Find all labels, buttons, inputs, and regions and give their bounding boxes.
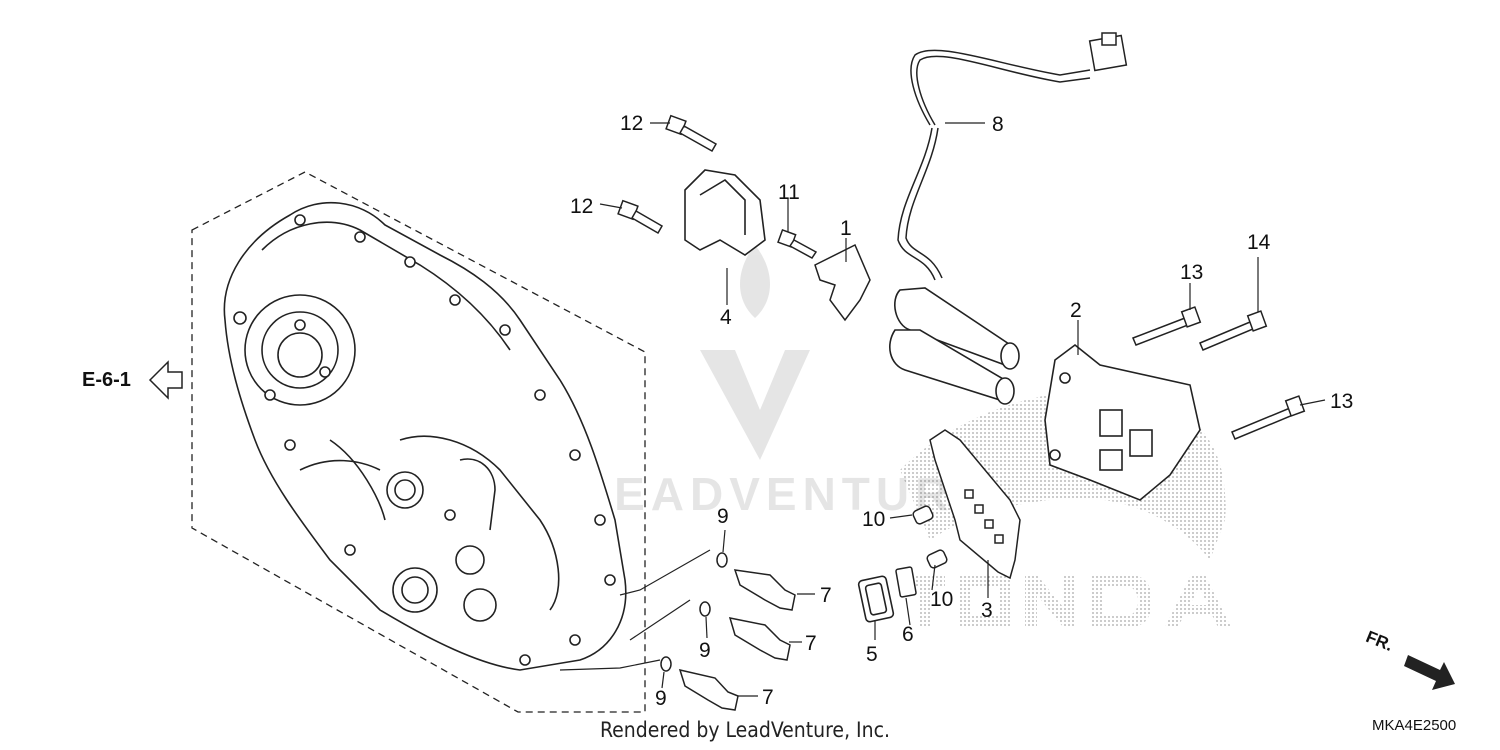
callout-9a: 9 bbox=[717, 505, 729, 528]
bracket-1 bbox=[814, 243, 871, 322]
bolt-12-lower bbox=[617, 199, 664, 235]
callout-13b: 13 bbox=[1330, 390, 1354, 413]
callout-9c: 9 bbox=[655, 687, 667, 710]
callout-14: 14 bbox=[1247, 231, 1271, 254]
cover-4 bbox=[684, 169, 766, 256]
collars-10 bbox=[912, 505, 948, 569]
callout-11: 11 bbox=[778, 181, 800, 204]
render-credit: Rendered by LeadVenture, Inc. bbox=[600, 718, 890, 742]
callout-12b: 12 bbox=[570, 195, 594, 218]
callout-1: 1 bbox=[840, 217, 852, 240]
callout-7b: 7 bbox=[805, 632, 817, 655]
front-direction-arrow-icon bbox=[1404, 655, 1455, 690]
bolt-13-lower bbox=[1231, 395, 1306, 440]
cover-boundary-dashed bbox=[191, 171, 646, 713]
callout-13a: 13 bbox=[1180, 261, 1204, 284]
bolt-11 bbox=[777, 229, 818, 259]
diagram-code: MKA4E2500 bbox=[1372, 717, 1457, 734]
reference-label: E-6-1 bbox=[82, 369, 131, 391]
filter-6 bbox=[895, 566, 917, 598]
bolt-14 bbox=[1199, 310, 1268, 351]
callout-12a: 12 bbox=[620, 112, 644, 135]
reference-arrow-icon bbox=[148, 360, 183, 400]
leader-lines bbox=[559, 122, 1326, 697]
callout-2: 2 bbox=[1070, 299, 1082, 322]
callout-7c: 7 bbox=[762, 686, 774, 709]
callout-6: 6 bbox=[902, 623, 914, 646]
callout-3: 3 bbox=[981, 599, 993, 622]
callout-4: 4 bbox=[720, 306, 732, 329]
bolt-12-upper bbox=[665, 114, 718, 153]
switches-7 bbox=[678, 569, 796, 711]
callout-8: 8 bbox=[992, 113, 1004, 136]
o-rings-9 bbox=[660, 552, 728, 672]
bolt-13-upper bbox=[1132, 306, 1202, 346]
separator-plate-3 bbox=[929, 429, 1021, 580]
callout-7a: 7 bbox=[820, 584, 832, 607]
valve-body-2 bbox=[1044, 343, 1201, 501]
transmission-cover bbox=[223, 201, 627, 671]
callout-10a: 10 bbox=[862, 508, 886, 531]
gasket-5 bbox=[857, 575, 895, 623]
callout-10b: 10 bbox=[930, 588, 954, 611]
leadventure-watermark: LEADVENTURE bbox=[580, 245, 985, 520]
callout-5: 5 bbox=[866, 643, 878, 666]
harness-8 bbox=[897, 32, 1128, 281]
callout-9b: 9 bbox=[699, 639, 711, 662]
solenoid-valves bbox=[889, 287, 1020, 405]
